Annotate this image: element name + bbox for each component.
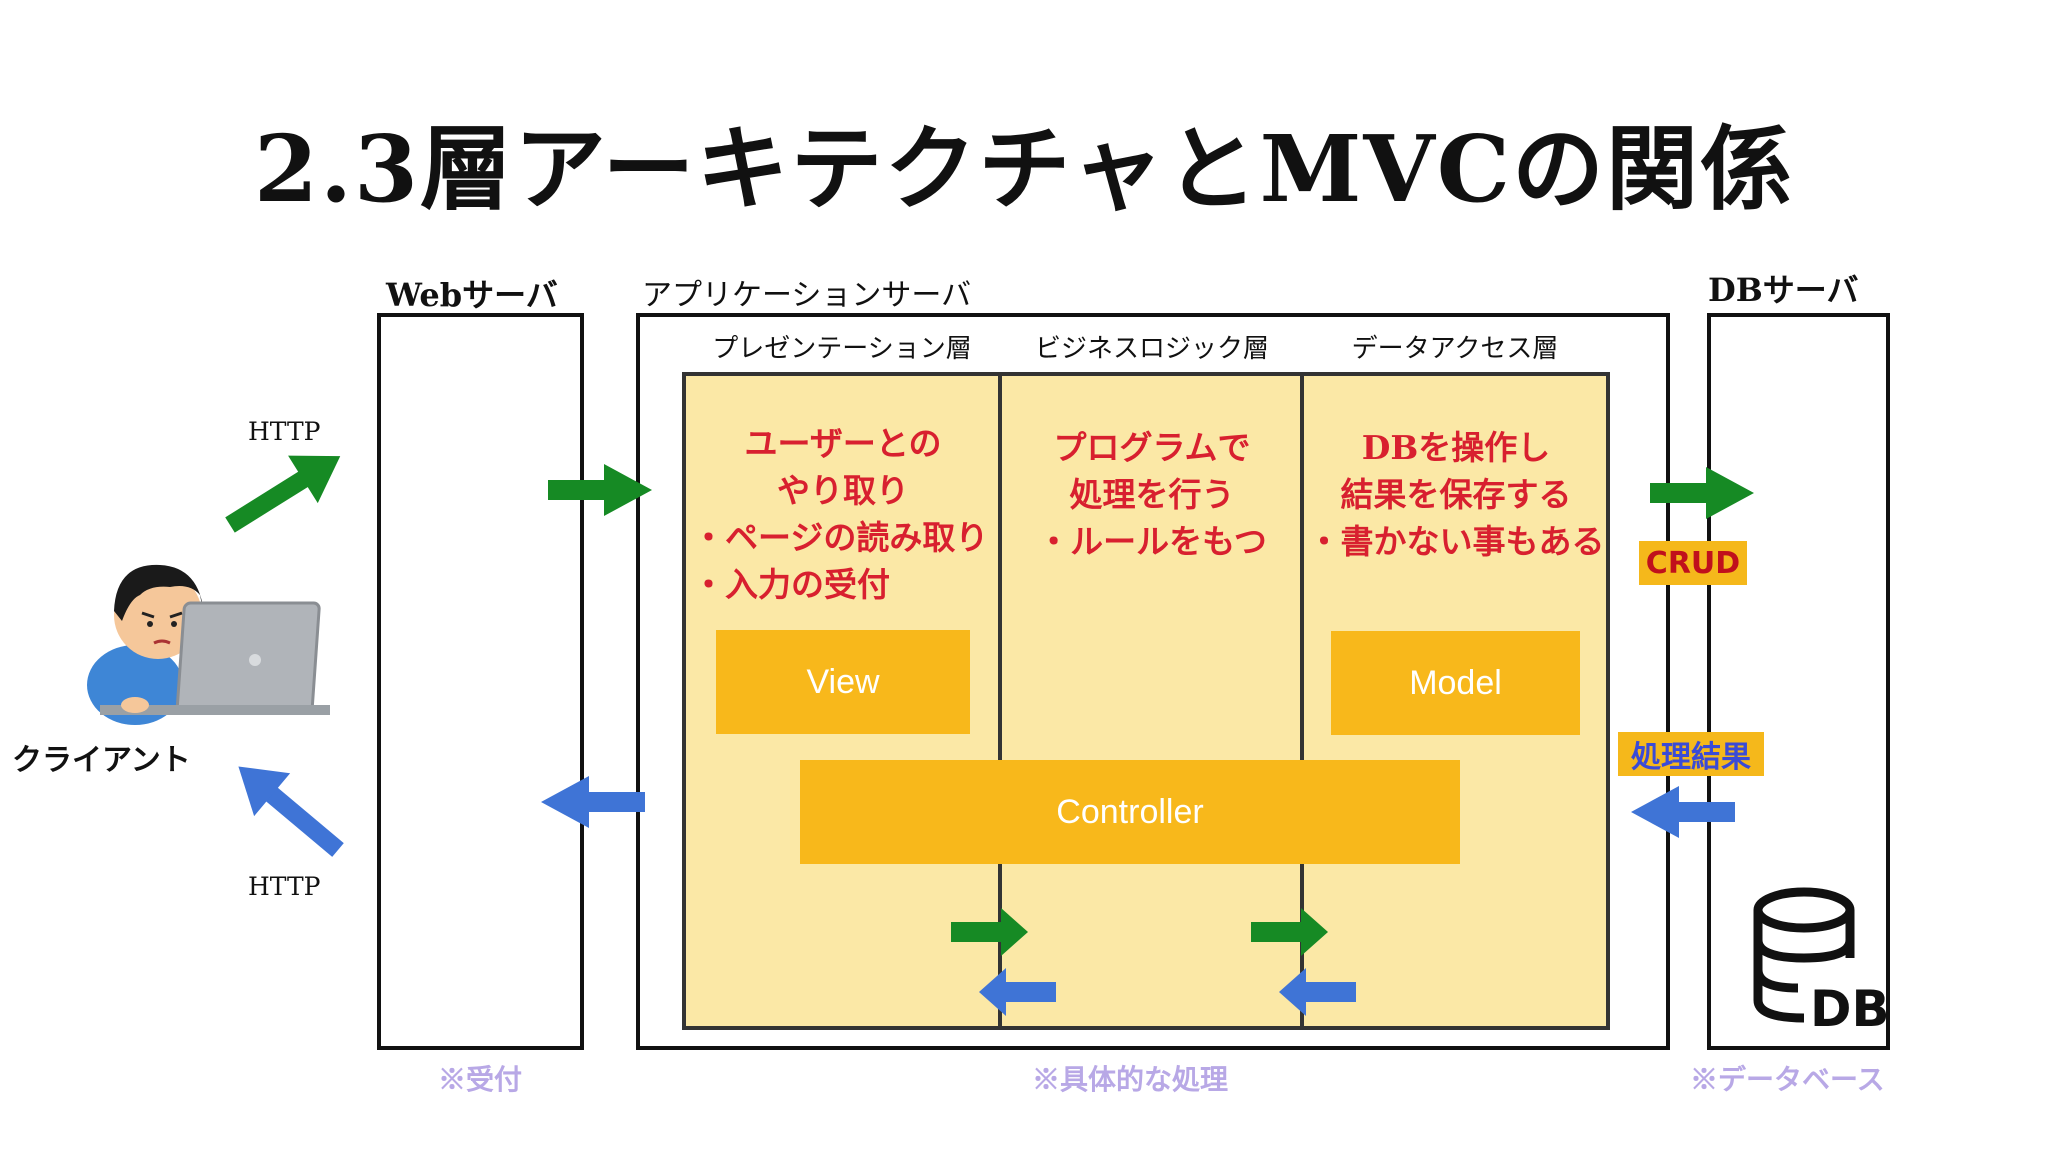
app-server-label: アプリケーションサーバ bbox=[642, 278, 972, 313]
db-to-app-arrow bbox=[1631, 786, 1735, 838]
description-line: ・ページの読み取り bbox=[692, 518, 989, 557]
business-description: プログラムで 処理を行う ・ルールをもつ bbox=[1004, 424, 1300, 565]
web-server-box bbox=[377, 313, 584, 1050]
app-to-db-arrow bbox=[1650, 467, 1754, 519]
app-to-web-arrow bbox=[541, 776, 645, 828]
page-title: 2.3層アーキテクチャとMVCの関係 bbox=[253, 115, 1795, 223]
description-line: 処理を行う bbox=[1069, 475, 1235, 514]
layer-title-presentation: プレゼンテーション層 bbox=[712, 334, 972, 364]
db-server-box bbox=[1707, 313, 1890, 1050]
web-server-label: Webサーバ bbox=[386, 276, 558, 314]
db-server-label: DBサーバ bbox=[1708, 271, 1859, 309]
http-response-arrow bbox=[238, 766, 344, 857]
description-line: DBを操作し bbox=[1361, 428, 1551, 467]
result-tag: 処理結果 bbox=[1618, 732, 1764, 776]
crud-tag: CRUD bbox=[1639, 541, 1747, 585]
presentation-to-business-arrow bbox=[951, 908, 1028, 956]
layer-title-business: ビジネスロジック層 bbox=[1034, 334, 1269, 364]
description-line: 結果を保存する bbox=[1340, 475, 1572, 514]
data-to-business-arrow bbox=[1279, 968, 1356, 1016]
business-logic-layer bbox=[998, 372, 1304, 1030]
web-note: ※受付 bbox=[438, 1063, 523, 1096]
http-request-arrow bbox=[225, 455, 341, 533]
http-response-label: HTTP bbox=[248, 872, 321, 901]
data-access-description: DBを操作し 結果を保存する ・書かない事もある bbox=[1306, 424, 1606, 565]
controller-box: Controller bbox=[800, 760, 1460, 864]
description-line: ユーザーとの bbox=[744, 424, 942, 463]
description-line: ・ルールをもつ bbox=[1037, 522, 1267, 561]
view-box: View bbox=[716, 630, 970, 734]
db-note: ※データベース bbox=[1690, 1063, 1885, 1096]
client-label: クライアント bbox=[12, 743, 191, 778]
description-line: プログラムで bbox=[1053, 428, 1251, 467]
http-request-label: HTTP bbox=[248, 417, 321, 446]
business-to-data-arrow bbox=[1251, 908, 1328, 956]
business-to-presentation-arrow bbox=[979, 968, 1056, 1016]
app-server-box bbox=[636, 313, 1670, 1050]
db-icon-label: DB bbox=[1810, 980, 1890, 1038]
database-icon: DB bbox=[1753, 887, 1890, 1038]
presentation-description: ユーザーとの やり取り ・ページの読み取り ・入力の受付 bbox=[690, 420, 996, 608]
web-to-app-arrow bbox=[548, 464, 652, 516]
model-box: Model bbox=[1331, 631, 1580, 735]
description-line: ・書かない事もある bbox=[1307, 522, 1605, 561]
description-line: ・入力の受付 bbox=[692, 565, 890, 604]
app-note: ※具体的な処理 bbox=[1032, 1063, 1229, 1096]
client-person-laptop-icon bbox=[87, 564, 330, 725]
layer-title-data-access: データアクセス層 bbox=[1351, 334, 1559, 364]
description-line: やり取り bbox=[777, 471, 909, 510]
